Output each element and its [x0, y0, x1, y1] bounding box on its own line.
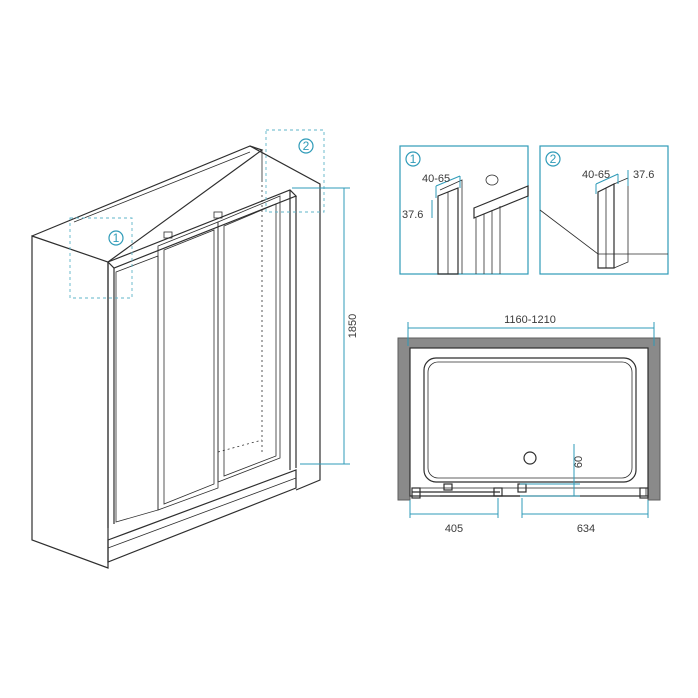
plan-left-profile — [411, 487, 421, 499]
profile-back — [439, 179, 463, 274]
plan-tray-outer — [409, 347, 649, 497]
plan-tray-basin — [423, 357, 637, 483]
detail-1-depth-label: 37.6 — [402, 209, 423, 221]
plan-right-profile — [639, 487, 649, 499]
profile-body — [437, 187, 459, 275]
wall-top-inner — [73, 151, 251, 223]
detail-1-frame — [399, 145, 529, 275]
right-wall — [249, 145, 321, 491]
detail-2-number: 2 — [303, 139, 310, 153]
detail-2-frame — [539, 145, 669, 275]
detail-2-badge — [545, 151, 561, 167]
plan-right-offset-label: 634 — [577, 523, 595, 535]
roller-2 — [213, 211, 223, 219]
height-label: 1850 — [347, 314, 359, 338]
glass-panel-3 — [217, 195, 281, 483]
detail-1-area — [69, 217, 133, 299]
back-floor-line — [217, 439, 263, 453]
detail-1-width-dim — [435, 175, 461, 187]
detail-2-width-label: 40-65 — [582, 169, 610, 181]
glass-panel-1 — [115, 255, 159, 523]
plan-handle-1 — [443, 483, 453, 491]
left-wall — [31, 235, 109, 569]
detail-2-area — [265, 129, 325, 213]
plan-handle-2 — [493, 487, 503, 497]
detail-2-wall-floor — [539, 209, 668, 255]
top-rail — [106, 189, 298, 269]
detail-1-badge-number: 1 — [410, 152, 417, 166]
detail-2-badge-number: 2 — [550, 152, 557, 166]
detail-1-rail — [473, 185, 529, 219]
detail-2-view: 2 40-65 37.6 — [539, 145, 669, 275]
plan-view: 1160-1210 60 405 634 — [397, 314, 661, 535]
drain-icon — [523, 451, 537, 465]
glass-panel-3-inner — [223, 203, 277, 477]
glass-panel-2 — [157, 221, 219, 511]
roller-1 — [163, 231, 173, 239]
detail-1-view: 1 40-65 37.6 — [399, 145, 529, 275]
detail-1-roller — [485, 174, 499, 186]
isometric-view: 1 2 1850 — [31, 129, 359, 569]
glass-panel-2-inner — [163, 229, 215, 505]
detail-1-badge — [405, 151, 421, 167]
detail-2-depth-label: 37.6 — [633, 169, 654, 181]
detail-2-marker — [298, 138, 314, 154]
detail-2-width-dim — [595, 173, 619, 185]
detail-2-profile-side — [613, 177, 629, 269]
plan-tray-basin-inner — [427, 361, 633, 479]
detail-1-width-label: 40-65 — [422, 173, 450, 185]
plan-width-label: 1160-1210 — [504, 314, 556, 326]
plan-left-offset-label: 405 — [445, 523, 463, 535]
plan-gap-label: 60 — [573, 456, 585, 468]
shower-tray — [107, 469, 297, 563]
wall-top-edge — [31, 145, 264, 263]
tray-edge — [107, 477, 297, 549]
detail-1-number: 1 — [113, 231, 120, 245]
detail-1-marker — [108, 230, 124, 246]
